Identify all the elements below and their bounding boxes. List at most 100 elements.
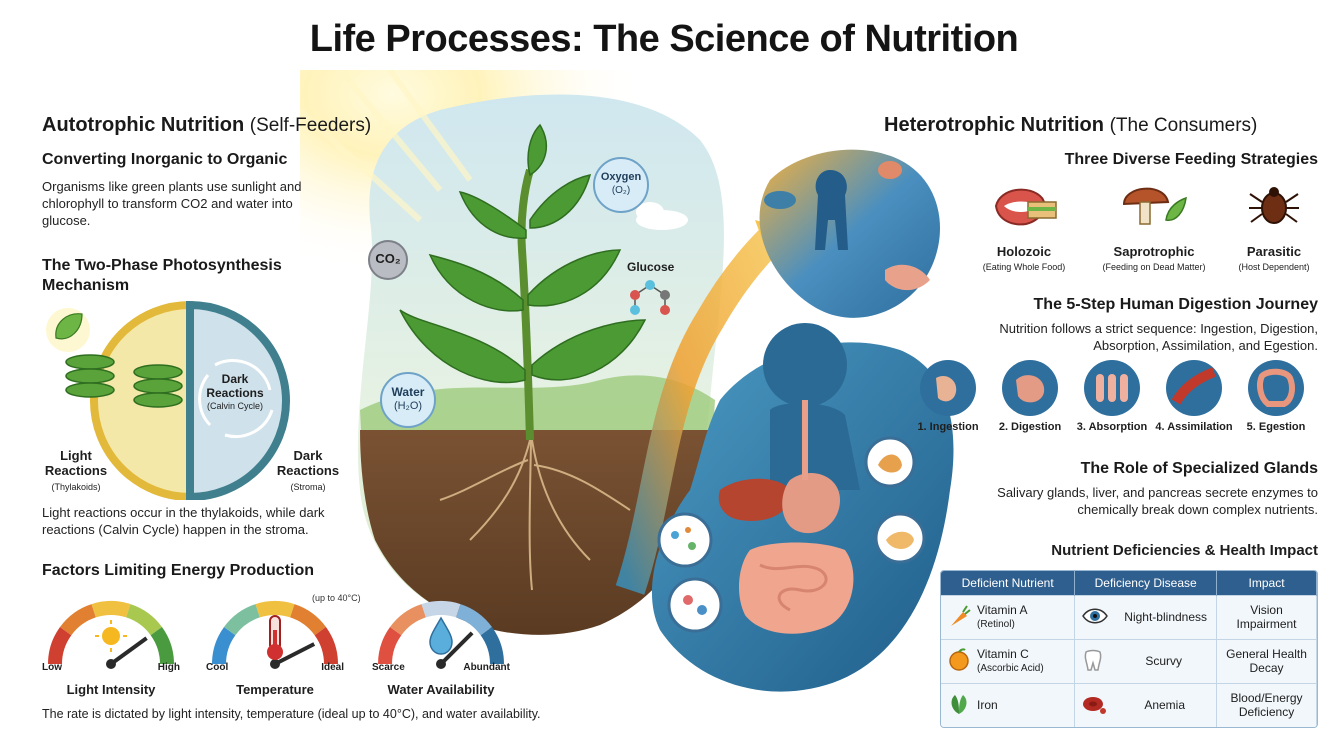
dark-reactions-center: Dark Reactions [206,372,264,400]
gauge-3 [378,601,504,669]
tick-parasite-icon [1249,187,1299,224]
oxygen-label: Oxygen [600,171,642,183]
table-header-nutrient: Deficient Nutrient [941,571,1076,595]
gauge-needle [109,636,148,666]
factors-text: The rate is dictated by light intensity,… [42,707,541,721]
autotrophic-heading-text: Autotrophic Nutrition [42,114,245,136]
water-drop-icon [429,616,453,655]
deficiency-table: Deficient Nutrient Deficiency Disease Im… [940,570,1318,728]
cell-nutrient: Iron [941,682,1076,727]
cell-disease: Anemia [1074,682,1218,727]
orange-icon [947,647,971,675]
strategies-title: Three Diverse Feeding Strategies [1064,151,1318,168]
strategy-name: Parasitic [1246,244,1302,259]
cell-impact: Vision Impairment [1216,594,1317,639]
cell-disease: Night-blindness [1074,594,1218,639]
gauge-2 [212,601,338,669]
strategy-name: Holozoic [996,244,1052,259]
glands-text: Salivary glands, liver, and pancreas sec… [997,485,1318,517]
nutrient-sub: (Retinol) [977,618,1015,630]
page-title: Life Processes: The Science of Nutrition [309,18,1019,60]
cell-disease: Scurvy [1074,638,1218,683]
table-row: Vitamin A(Retinol) Night-blindness Vision … [941,594,1317,639]
digestion-step-label: 3. Absorption [1076,421,1148,433]
autotrophic-heading-sub: (Self-Feeders) [249,115,372,136]
two-phase-title: The Two-Phase Photosynthesis Mechanism [42,257,282,294]
oxygen-bubble-icon [593,157,649,213]
photosynthesis-cycle-diagram [46,300,290,500]
gauge-low-label: Low [42,662,62,673]
table-header-impact: Impact [1216,571,1317,595]
disease-name: Scurvy [1145,654,1182,668]
table-header-disease: Deficiency Disease [1074,571,1218,595]
digestion-step-label: 2. Digestion [998,421,1062,433]
table-row: Vitamin C(Ascorbic Acid) Scurvy General He… [941,638,1317,683]
digestion-title: The 5-Step Human Digestion Journey [1033,296,1318,313]
strategy-desc: (Host Dependent) [1238,262,1310,272]
gauge-high-label: Abundant [463,662,510,673]
nutrient-sub: (Ascorbic Acid) [977,662,1044,674]
gauge-high-label: Ideal [321,662,344,673]
cell-nutrient: Vitamin A(Retinol) [941,594,1076,639]
light-reactions-label: Light Reactions [44,448,108,478]
calvin-cycle-center: (Calvin Cycle) [206,401,263,411]
heterotrophic-heading-text: Heterotrophic Nutrition [884,114,1104,136]
strategy-desc: (Feeding on Dead Matter) [1102,262,1206,272]
water-bubble-icon [380,372,436,428]
spinach-icon [947,692,971,719]
eye-icon [1081,605,1109,630]
factors-title: Factors Limiting Energy Production [42,562,315,579]
blood-cell-icon [1081,692,1107,719]
disease-name: Night-blindness [1124,610,1208,624]
cell-impact: Blood/Energy Deficiency [1216,682,1317,727]
nutrient-name: Vitamin C [977,646,1029,661]
gauge-label: Temperature [236,682,314,697]
mushroom-icon [1122,187,1187,225]
oxygen-formula: (O₂) [611,185,631,196]
gauge-low-label: Scarce [372,662,405,673]
nutrient-name: Iron [977,697,998,712]
temperature-note: (up to 40°C) [312,593,361,603]
glands-title: The Role of Specialized Glands [1080,460,1318,477]
mouth-eating-icon [994,188,1057,226]
table-row: Iron Anemia Blood/Energy Deficiency [941,682,1317,727]
gauge-1 [48,601,174,669]
digestion-steps-icons [920,360,1304,416]
gauge-label: Water Availability [387,682,495,697]
converting-title: Converting Inorganic to Organic [42,151,288,168]
gauge-needle [439,631,474,666]
heterotrophic-heading-sub: (The Consumers) [1109,115,1258,136]
digestion-step-label: 5. Egestion [1246,421,1306,433]
carrot-icon [947,604,971,631]
water-formula: (H₂O) [393,400,423,412]
sun-icon [95,620,127,652]
thermometer-icon [267,615,283,660]
digestion-step-label: 1. Ingestion [917,421,979,433]
digestion-step-label: 4. Assimilation [1155,421,1233,433]
strategy-name: Saprotrophic [1113,244,1195,259]
gauge-needle [274,642,316,666]
thylakoids-label: (Thylakoids) [51,482,101,492]
converting-text: Organisms like green plants use sunlight… [42,179,302,228]
co2-molecule-icon [368,240,408,280]
gauge-high-label: High [157,662,180,673]
strategy-desc: (Eating Whole Food) [982,262,1066,272]
central-illustration [300,70,954,692]
cell-nutrient: Vitamin C(Ascorbic Acid) [941,638,1076,683]
dark-reactions-label: Dark Reactions [276,448,340,478]
tooth-icon [1081,648,1105,675]
deficiency-title: Nutrient Deficiencies & Health Impact [1051,542,1318,559]
digestion-text: Nutrition follows a strict sequence: Ing… [999,321,1318,353]
water-label: Water [391,385,425,399]
disease-name: Anemia [1144,698,1185,713]
gauge-low-label: Cool [206,662,229,673]
nutrient-name: Vitamin A [977,602,1028,617]
glucose-label: Glucose [627,260,675,274]
gauge-label: Light Intensity [66,682,156,697]
cell-impact: General Health Decay [1216,638,1317,683]
co2-label: CO₂ [375,251,401,266]
autotrophic-heading: Autotrophic Nutrition (Self-Feeders) [42,114,371,137]
heterotrophic-heading: Heterotrophic Nutrition (The Consumers) [884,114,1257,137]
phase-text: Light reactions occur in the thylakoids,… [42,505,325,537]
stroma-label: (Stroma) [290,482,326,492]
